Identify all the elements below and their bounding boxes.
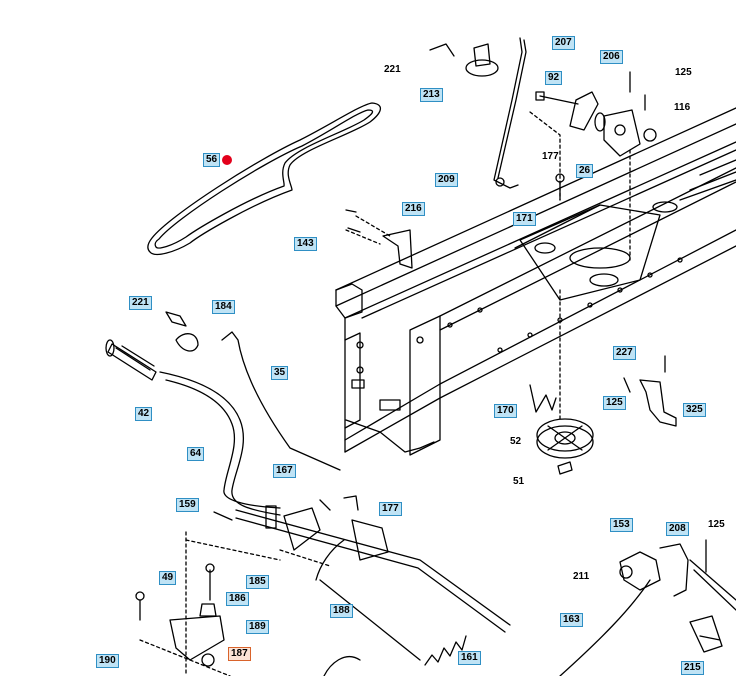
- callout-188[interactable]: 188: [330, 604, 353, 618]
- bracket-153-208: [619, 539, 736, 611]
- callout-92[interactable]: 92: [545, 71, 563, 85]
- callout-52[interactable]: 52: [510, 436, 522, 447]
- rod-188: [315, 539, 421, 661]
- pulley-52: [536, 418, 594, 475]
- callout-216[interactable]: 216: [402, 202, 425, 216]
- callout-184[interactable]: 184: [212, 300, 235, 314]
- selected-part-marker: [222, 155, 232, 165]
- bracket-325: [623, 355, 677, 427]
- rod-188-lower: [323, 655, 361, 677]
- callout-51[interactable]: 51: [513, 476, 525, 487]
- callout-125-top[interactable]: 125: [675, 67, 692, 78]
- callout-170[interactable]: 170: [494, 404, 517, 418]
- callout-163[interactable]: 163: [560, 613, 583, 627]
- rod-35: [221, 331, 341, 471]
- callout-159[interactable]: 159: [176, 498, 199, 512]
- callout-185[interactable]: 185: [246, 575, 269, 589]
- callout-206[interactable]: 206: [600, 50, 623, 64]
- callout-186[interactable]: 186: [226, 592, 249, 606]
- knob-213: [429, 43, 499, 77]
- callout-189[interactable]: 189: [246, 620, 269, 634]
- callout-177[interactable]: 177: [379, 502, 402, 516]
- spring-161: [424, 635, 467, 666]
- callout-125-mid[interactable]: 125: [603, 396, 626, 410]
- callout-213[interactable]: 213: [420, 88, 443, 102]
- shift-rod: [493, 37, 527, 189]
- callout-221[interactable]: 221: [129, 296, 152, 310]
- callout-187[interactable]: 187: [228, 647, 251, 661]
- lift-lever-64: [159, 371, 281, 516]
- callout-116[interactable]: 116: [674, 102, 691, 113]
- callout-125-lower[interactable]: 125: [708, 519, 725, 530]
- callout-171[interactable]: 171: [513, 212, 536, 226]
- drive-belt: [147, 102, 382, 256]
- callout-64[interactable]: 64: [187, 447, 205, 461]
- callout-56[interactable]: 56: [203, 153, 221, 167]
- plate-189: [135, 563, 225, 667]
- callout-221-top[interactable]: 221: [384, 64, 401, 75]
- spring-170: [529, 384, 557, 413]
- rod-163: [559, 579, 651, 677]
- cross-shaft: [213, 495, 511, 633]
- callout-190[interactable]: 190: [96, 654, 119, 668]
- callout-227[interactable]: 227: [613, 346, 636, 360]
- callout-167[interactable]: 167: [273, 464, 296, 478]
- callout-215[interactable]: 215: [681, 661, 704, 675]
- callout-153[interactable]: 153: [610, 518, 633, 532]
- callout-49[interactable]: 49: [159, 571, 177, 585]
- callout-161[interactable]: 161: [458, 651, 481, 665]
- callout-42[interactable]: 42: [135, 407, 153, 421]
- callout-207[interactable]: 207: [552, 36, 575, 50]
- shift-bracket: [535, 71, 657, 157]
- handle-grip-42: [105, 339, 157, 381]
- callout-143[interactable]: 143: [294, 237, 317, 251]
- callout-177-top[interactable]: 177: [542, 151, 559, 162]
- bracket-221-184: [165, 311, 199, 352]
- bracket-215: [689, 615, 723, 653]
- dashed-guides: [139, 111, 631, 677]
- mower-frame: [335, 107, 736, 456]
- bracket-216: [345, 209, 413, 269]
- callout-35[interactable]: 35: [271, 366, 289, 380]
- callout-209[interactable]: 209: [435, 173, 458, 187]
- callout-208[interactable]: 208: [666, 522, 689, 536]
- callout-325[interactable]: 325: [683, 403, 706, 417]
- callout-211[interactable]: 211: [573, 571, 590, 582]
- callout-26[interactable]: 26: [576, 164, 594, 178]
